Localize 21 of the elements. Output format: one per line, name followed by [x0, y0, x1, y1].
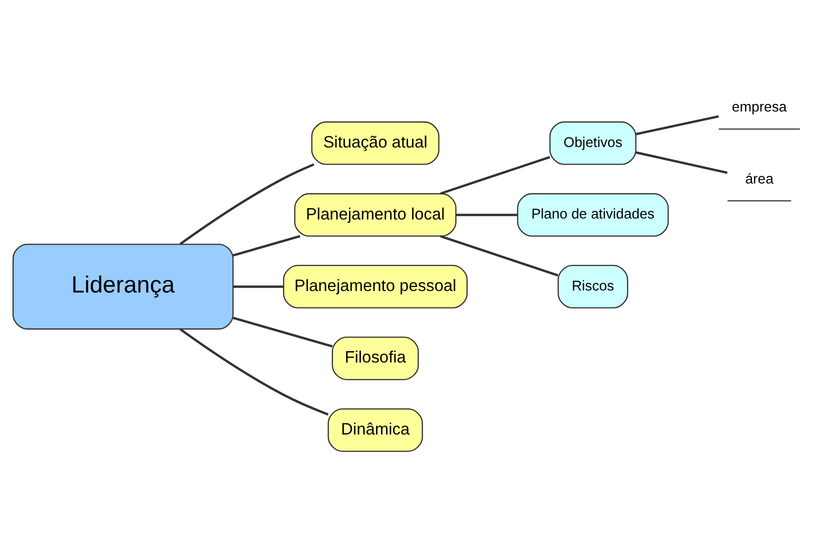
node-box: Dinâmica: [328, 408, 423, 452]
node-box: Filosofia: [332, 336, 419, 380]
connector: [180, 328, 329, 416]
connector: [636, 151, 728, 174]
connector: [636, 115, 719, 136]
node-box: Plano de atividades: [517, 193, 669, 237]
connector: [180, 163, 314, 246]
node-box: Planejamento pessoal: [283, 264, 468, 308]
connector: [232, 316, 333, 348]
connector: [440, 156, 550, 195]
connector: [440, 235, 558, 276]
connector: [456, 214, 518, 216]
connector: [232, 235, 300, 256]
node-box: Liderança: [12, 244, 234, 330]
node-box: Planejamento local: [294, 193, 456, 237]
node-text: área: [745, 170, 774, 186]
node-box: Objetivos: [549, 121, 636, 165]
node-text: empresa: [732, 98, 787, 115]
connector: [233, 285, 284, 288]
node-box: Situação atual: [311, 121, 440, 165]
node-box: Riscos: [558, 264, 628, 308]
